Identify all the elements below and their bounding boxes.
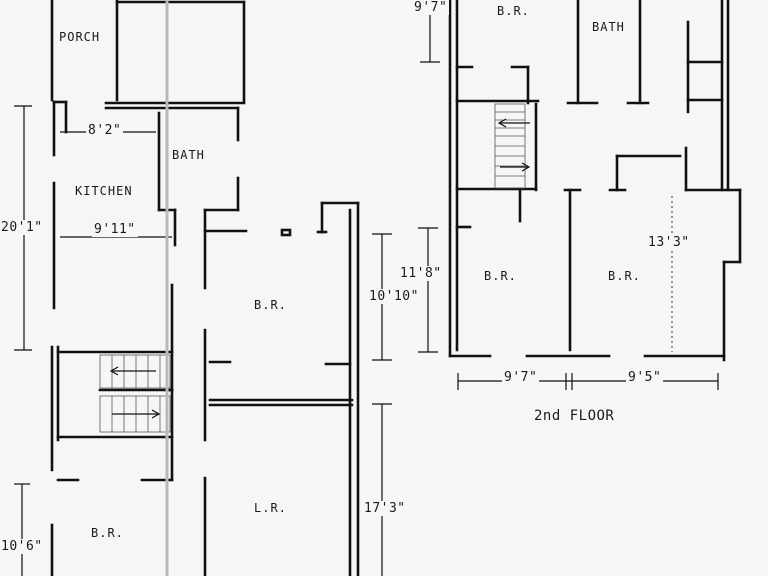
right-bedroom-width-dimension: 9'5" <box>626 370 664 385</box>
bottom-bedroom-label: B.R. <box>91 526 124 540</box>
left-bedroom-length-dimension: 11'8" <box>398 266 444 281</box>
second-floor-title: 2nd FLOOR <box>534 408 615 424</box>
top-bedroom-length-dimension: 9'7" <box>412 0 450 15</box>
living-room-length-dimension: 17'3" <box>362 501 408 516</box>
second-floor-bath-label: BATH <box>592 20 625 34</box>
living-room-label: L.R. <box>254 501 287 515</box>
first-floor-dimension-lines <box>14 105 392 576</box>
kitchen-label: KITCHEN <box>75 184 133 198</box>
bedroom-length-dimension: 10'10" <box>368 289 420 304</box>
second-floor-walls <box>448 0 742 362</box>
first-floor-bath-label: BATH <box>172 148 205 162</box>
porch-label: PORCH <box>59 30 101 44</box>
porch-width-dimension: 8'2" <box>86 123 124 138</box>
first-floor-bedroom-label: B.R. <box>254 298 287 312</box>
second-floor-dimension-lines <box>418 0 719 390</box>
bottom-bedroom-length-dimension: 10'6" <box>0 539 44 554</box>
right-bedroom-length-dimension: 13'3" <box>646 235 692 250</box>
first-floor-walls <box>50 0 360 576</box>
kitchen-width-dimension: 9'11" <box>92 222 138 237</box>
second-floor-top-bedroom-label: B.R. <box>497 4 530 18</box>
second-floor-stairs <box>494 102 538 192</box>
kitchen-length-dimension: 20'1" <box>0 220 44 235</box>
first-floor-stairs <box>99 354 171 433</box>
second-floor-left-bedroom-label: B.R. <box>484 269 517 283</box>
second-floor-right-bedroom-label: B.R. <box>608 269 641 283</box>
left-bedroom-width-dimension: 9'7" <box>502 370 540 385</box>
